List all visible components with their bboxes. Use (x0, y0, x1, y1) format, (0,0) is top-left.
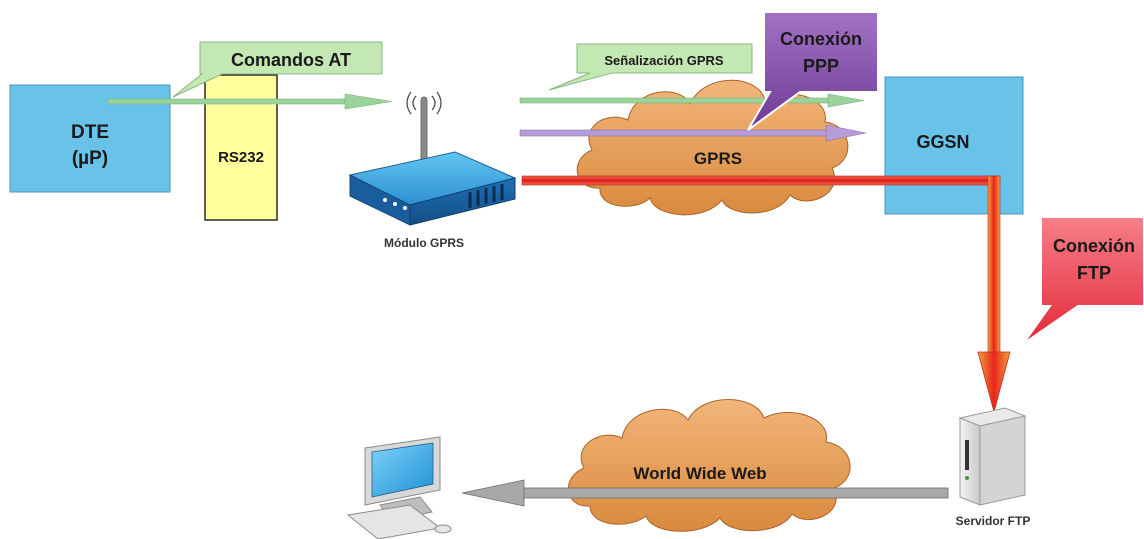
at-commands-arrow (107, 93, 393, 110)
servidor-ftp-label: Servidor FTP (956, 514, 1031, 528)
desktop-computer-icon (346, 436, 452, 539)
ftp-connection-arrow (521, 175, 1011, 414)
gprs-router-icon (348, 91, 517, 226)
comandos-at-label: Comandos AT (231, 50, 351, 70)
senalizacion-gprs-callout: Señalización GPRS (548, 43, 753, 91)
rs232-label: RS232 (218, 149, 264, 166)
conexion-ftp-callout: Conexión FTP (1022, 216, 1144, 345)
rs232-node: RS232 (204, 74, 278, 221)
conexion-ppp-label-line2: PPP (803, 56, 839, 76)
www-cloud-label: World Wide Web (633, 464, 766, 483)
conexion-ftp-label-line2: FTP (1077, 263, 1111, 283)
ggsn-label: GGSN (916, 132, 969, 152)
comandos-at-callout: Comandos AT (172, 41, 383, 98)
rs232-box (204, 74, 278, 221)
conexion-ppp-label-line1: Conexión (780, 29, 862, 49)
dte-sublabel: (µP) (72, 148, 108, 169)
ftp-server-icon (958, 407, 1027, 506)
signal-icon (406, 91, 442, 115)
gprs-cloud-label: GPRS (694, 149, 742, 168)
ggsn-node: GGSN (884, 76, 1024, 215)
modulo-gprs-label: Módulo GPRS (384, 236, 464, 250)
dte-label: DTE (71, 122, 109, 143)
gprs-signaling-arrow (519, 93, 865, 108)
conexion-ftp-label-line1: Conexión (1053, 236, 1135, 256)
senalizacion-gprs-label: Señalización GPRS (604, 53, 724, 68)
ppp-arrow (519, 124, 867, 142)
www-return-arrow (461, 479, 949, 507)
conexion-ppp-callout: Conexión PPP (747, 11, 879, 131)
